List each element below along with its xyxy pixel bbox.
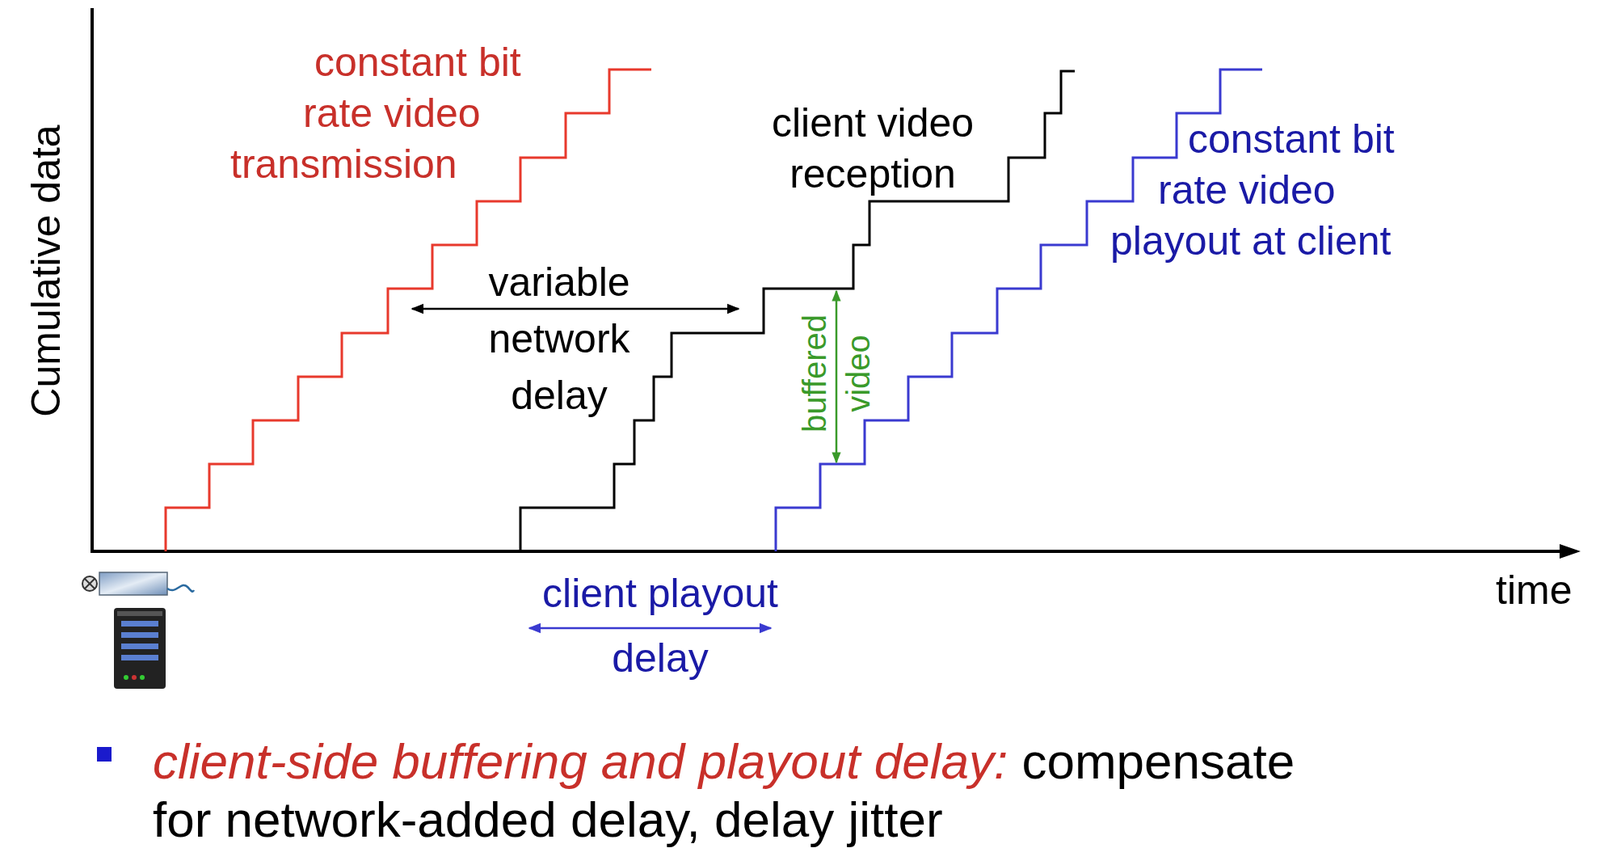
- delay-label: variable network delay: [488, 253, 630, 424]
- text-line: playout at client: [1110, 218, 1391, 264]
- bullet-paragraph: client-side buffering and playout delay:…: [152, 732, 1295, 849]
- text-line: rate video: [1157, 167, 1336, 213]
- axis-arrowhead: [1559, 543, 1581, 559]
- curve-label: client video reception: [771, 97, 974, 200]
- curve-label: constant bit rate video playout at clien…: [1110, 113, 1395, 267]
- text-line: transmission: [230, 141, 458, 187]
- text-line: constant bit: [1187, 116, 1395, 162]
- text-line: Cumulative data: [23, 124, 69, 417]
- text-line: network: [488, 315, 630, 362]
- delay-label: client playout delay: [542, 560, 779, 691]
- text-line: reception: [789, 151, 956, 197]
- axis-label: time: [1495, 564, 1572, 616]
- y-axis: [90, 8, 94, 553]
- buffer-label: buffered video: [792, 314, 880, 433]
- text-line: client-side buffering and playout delay:: [152, 732, 1008, 789]
- playout-delay-arrow: [529, 627, 771, 630]
- server-icon: [82, 572, 194, 689]
- axis-label: Cumulative data: [21, 124, 72, 417]
- delay-arrow: [412, 307, 739, 311]
- text-line: client video: [771, 100, 974, 146]
- buffer-arrow: [835, 290, 838, 463]
- text-line: buffered: [796, 314, 833, 433]
- transmission-staircase: [165, 69, 652, 552]
- reception-staircase: [520, 71, 1075, 552]
- text-line: time: [1495, 567, 1572, 613]
- text-line: variable: [488, 259, 630, 305]
- text-line: delay: [611, 635, 709, 681]
- caption-text: client-side buffering and playout delay:: [152, 732, 1008, 789]
- bullet-square: [96, 746, 112, 762]
- text-line: compensate: [1021, 732, 1295, 789]
- x-axis: [90, 549, 1563, 553]
- text-line: video: [840, 334, 876, 413]
- text-line: client playout: [542, 570, 779, 616]
- curve-label: constant bit rate video transmission: [230, 37, 522, 190]
- text-line: for network-added delay, delay jitter: [152, 791, 944, 847]
- text-line: delay: [510, 372, 608, 418]
- text-line: constant bit: [314, 39, 522, 85]
- text-line: rate video: [303, 90, 481, 136]
